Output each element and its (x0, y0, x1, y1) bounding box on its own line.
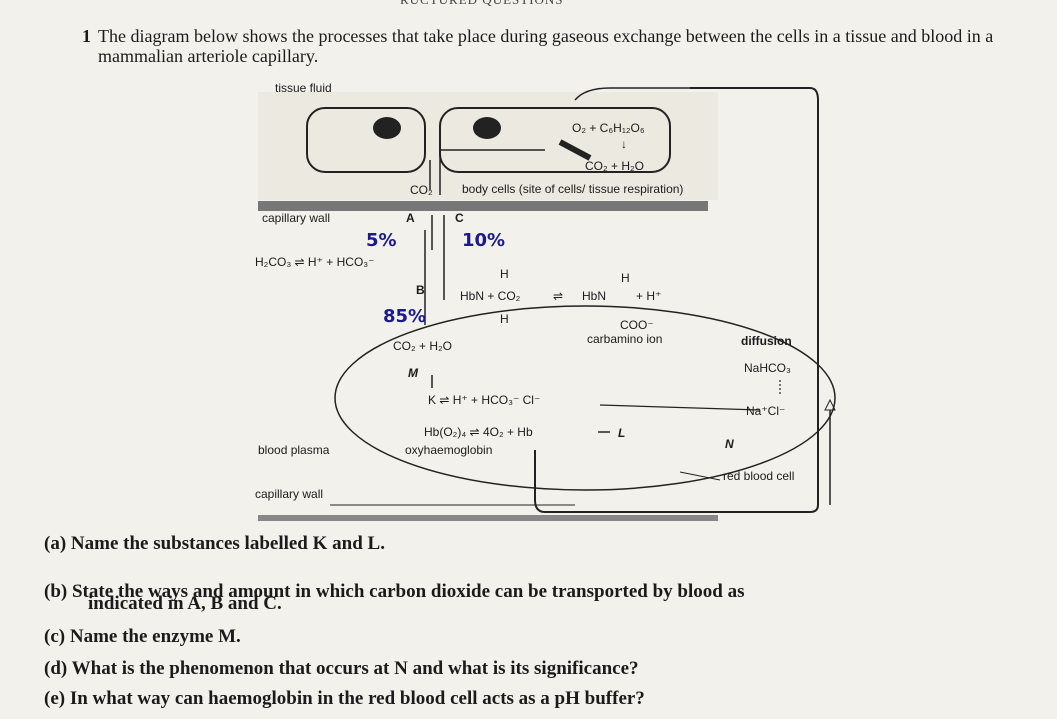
question-number: 1 (82, 26, 91, 46)
label-co2-h2o: CO₂ + H₂O (393, 339, 452, 353)
subquestion-b-text: State the ways and amount in which carbo… (71, 581, 745, 602)
subquestion-a: (a) Name the substances labelled K and L… (44, 533, 385, 555)
question-intro: The diagram below shows the processes th… (98, 26, 994, 66)
tissue-fluid-region (258, 92, 718, 200)
subquestion-e: (e) In what way can haemoglobin in the r… (44, 688, 645, 710)
label-carbamino: carbamino ion (587, 332, 662, 346)
label-hb-right: HbN (582, 289, 606, 303)
label-diffusion: diffusion (741, 334, 792, 348)
label-b: B (416, 283, 425, 297)
label-nacl: Na⁺Cl⁻ (746, 404, 785, 418)
label-c: C (455, 211, 464, 225)
respiration-arrow-icon: ↓ (621, 137, 627, 151)
label-l: L (618, 426, 625, 440)
label-capillary-wall-bottom: capillary wall (255, 487, 323, 501)
right-arrow-head (824, 398, 836, 411)
label-nahco3: NaHCO₃ (744, 361, 791, 375)
label-carbonic-equation: H₂CO₃ ⇌ H⁺ + HCO₃⁻ (255, 255, 375, 269)
label-n: N (725, 437, 734, 451)
label-oxyhaemoglobin-equation: Hb(O₂)₄ ⇌ 4O₂ + Hb (424, 425, 533, 439)
header-fragment: RUCTURED QUESTIONS (400, 0, 564, 8)
subquestion-a-text: Name the substances labelled K and L. (70, 533, 385, 554)
handwritten-10-percent: 10% (462, 230, 505, 251)
capillary-wall-top-band (258, 201, 708, 211)
label-a: A (406, 211, 415, 225)
label-hb-right-hplus: + H⁺ (636, 289, 661, 303)
label-tissue-fluid: tissue fluid (275, 81, 332, 95)
handwritten-85-percent: 85% (383, 306, 426, 327)
body-cell-2 (439, 107, 671, 173)
label-hb-left-h-top: H (500, 267, 509, 281)
subquestion-d-text: What is the phenomenon that occurs at N … (71, 658, 639, 679)
mitochondrion (558, 139, 592, 161)
label-blood-plasma: blood plasma (258, 443, 330, 457)
subquestion-b: (b) State the ways and amount in which c… (44, 581, 744, 603)
label-m: M (408, 366, 419, 380)
label-oxyhaemoglobin: oxyhaemoglobin (405, 443, 492, 457)
label-body-cells: body cells (site of cells/ tissue respir… (462, 182, 683, 196)
subquestion-c-text: Name the enzyme M. (69, 626, 241, 647)
subquestion-d-label: (d) (44, 658, 68, 679)
capillary-outline-right (690, 87, 819, 200)
label-red-blood-cell: red blood cell (723, 469, 794, 483)
label-hb-left: HbN + CO₂ (460, 289, 521, 303)
blood-flow-top-arrow (574, 87, 720, 101)
label-hb-left-h-bottom: H (500, 312, 509, 326)
label-hb-equilibrium: ⇌ (553, 289, 563, 303)
cell-nucleus-1 (373, 117, 401, 139)
subquestion-e-label: (e) (44, 688, 66, 709)
red-blood-cell-outline (334, 305, 836, 491)
rbc-pointer (679, 471, 721, 481)
handwritten-5-percent: 5% (366, 230, 397, 251)
subquestion-c-label: (c) (44, 626, 66, 647)
label-hb-right-h: H (621, 271, 630, 285)
capillary-outline-bottom (534, 200, 819, 513)
chloride-shift-arrow (599, 404, 761, 411)
subquestion-d: (d) What is the phenomenon that occurs a… (44, 658, 639, 680)
body-cell-1 (306, 107, 426, 173)
label-respiration-top: O₂ + C₆H₁₂O₆ (572, 121, 645, 135)
label-coo: COO⁻ (620, 318, 654, 332)
subquestion-b-continuation: indicated in A, B and C. (88, 593, 282, 614)
subquestion-a-label: (a) (44, 533, 67, 554)
subquestion-e-text: In what way can haemoglobin in the red b… (69, 688, 645, 709)
co2-path (429, 149, 545, 195)
subquestion-c: (c) Name the enzyme M. (44, 626, 241, 648)
capillary-wall-bottom-band (258, 515, 718, 521)
label-k-equation: K ⇌ H⁺ + HCO₃⁻ Cl⁻ (428, 393, 540, 407)
label-co2: CO₂ (410, 183, 433, 197)
label-capillary-wall-top: capillary wall (262, 211, 330, 225)
cell-nucleus-2 (473, 117, 501, 139)
subquestion-b-label: (b) (44, 581, 68, 602)
label-respiration-bottom: CO₂ + H₂O (585, 159, 644, 173)
